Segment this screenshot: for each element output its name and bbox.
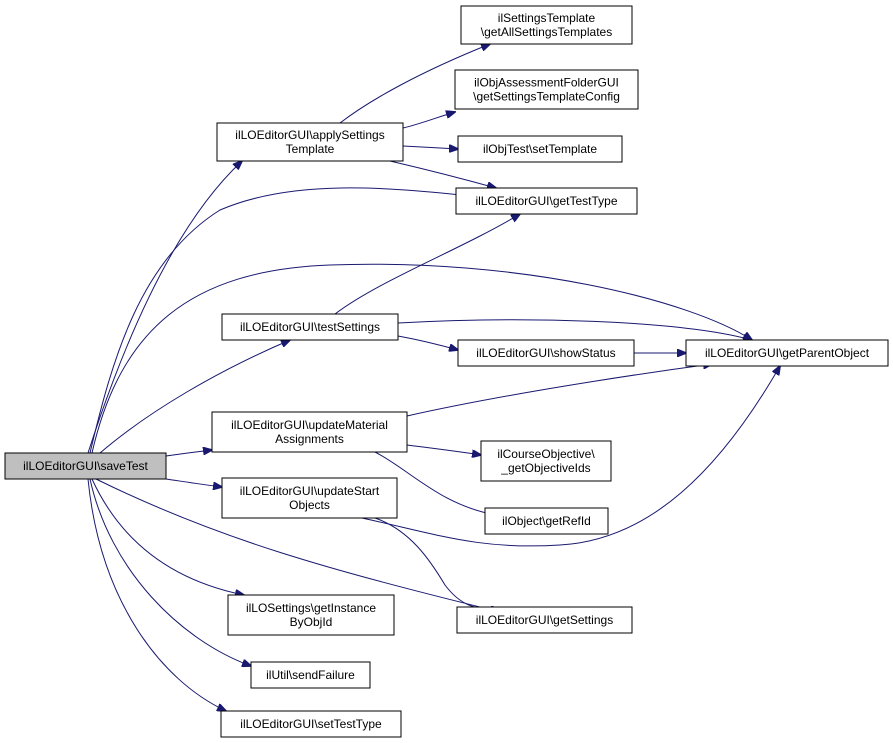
node-label-line: ilLOEditorGUI\showStatus (476, 346, 615, 360)
edges-layer (87, 44, 780, 711)
node-box (250, 661, 371, 689)
edge-saveTest-to-updateMaterialAssignments (165, 450, 212, 457)
node-getSettingsTemplateConfig[interactable]: ilObjAssessmentFolderGUI\getSettingsTemp… (454, 69, 639, 110)
edge-saveTest-to-testSettings (99, 340, 290, 454)
node-getAllSettingsTemplates[interactable]: ilSettingsTemplate\getAllSettingsTemplat… (460, 5, 633, 45)
edge-saveTest-to-getInstanceByObjId (91, 478, 244, 595)
node-label-line: ilLOEditorGUI\setTestType (240, 717, 382, 731)
node-label-line: ilLOEditorGUI\saveTest (23, 459, 148, 473)
node-box (480, 440, 612, 482)
node-label-line: ilLOEditorGUI\updateMaterial (231, 418, 388, 432)
edge-saveTest-to-updateStartObjects (165, 478, 222, 487)
node-label-line: ilLOEditorGUI\updateStart (240, 484, 380, 498)
node-label-line: ilLOEditorGUI\applySettings (235, 128, 384, 142)
edge-applySettingsTemplate-to-getTestType (389, 160, 496, 188)
node-label-line: ilObjAssessmentFolderGUI (474, 76, 619, 90)
node-label-line: ByObjId (290, 615, 333, 629)
edge-updateMaterialAssignments-to-getParentObject (406, 364, 712, 417)
node-box (456, 606, 633, 634)
node-box (454, 69, 639, 110)
node-getObjectiveIds[interactable]: ilCourseObjective\_getObjectiveIds (480, 440, 612, 482)
edge-applySettingsTemplate-to-setTemplate (402, 146, 458, 149)
edge-applySettingsTemplate-to-getSettingsTemplateConfig (402, 112, 455, 129)
node-label-line: Assignments (275, 432, 344, 446)
node-sendFailure[interactable]: ilUtil\sendFailure (250, 661, 371, 689)
node-box (457, 135, 623, 163)
node-box (227, 594, 395, 636)
edge-testSettings-to-getTestType (334, 214, 520, 315)
node-setTestType[interactable]: ilLOEditorGUI\setTestType (220, 710, 402, 738)
node-box (457, 339, 635, 367)
node-testSettings[interactable]: ilLOEditorGUI\testSettings (221, 313, 399, 341)
edge-saveTest-to-sendFailure (89, 478, 251, 666)
edge-applySettingsTemplate-to-getAllSettingsTemplates (339, 44, 490, 124)
node-setTemplate[interactable]: ilObjTest\setTemplate (457, 135, 623, 163)
node-getTestType[interactable]: ilLOEditorGUI\getTestType (455, 187, 638, 215)
edge-updateMaterialAssignments-to-getRefId (374, 451, 496, 515)
node-box (455, 187, 638, 215)
node-label-line: ilLOSettings\getInstance (246, 601, 376, 615)
edge-testSettings-to-showStatus (397, 335, 458, 350)
edge-saveTest-to-getParentObject (91, 263, 752, 454)
node-box (220, 710, 402, 738)
node-box (4, 452, 167, 480)
node-label-line: ilObjTest\setTemplate (483, 142, 597, 156)
edge-saveTest-to-applySettingsTemplate (87, 161, 242, 454)
node-showStatus[interactable]: ilLOEditorGUI\showStatus (457, 339, 635, 367)
edge-updateMaterialAssignments-to-getObjectiveIds (406, 444, 481, 455)
node-label-line: ilSettingsTemplate (498, 11, 596, 25)
node-box (221, 477, 398, 519)
node-label-line: Objects (289, 498, 330, 512)
node-getSettings[interactable]: ilLOEditorGUI\getSettings (456, 606, 633, 634)
node-box (685, 339, 889, 367)
node-box (221, 313, 399, 341)
node-label-line: _getObjectiveIds (500, 461, 590, 475)
node-label-line: ilLOEditorGUI\testSettings (240, 320, 380, 334)
node-box (211, 411, 408, 453)
edge-updateStartObjects-to-getParentObject (361, 366, 780, 547)
node-label-line: ilLOEditorGUI\getTestType (475, 194, 617, 208)
node-label-line: ilLOEditorGUI\getParentObject (705, 346, 870, 360)
node-label-line: ilObject\getRefId (502, 514, 591, 528)
nodes-layer: ilLOEditorGUI\saveTest ilLOEditorGUI\appl… (4, 5, 889, 738)
node-label-line: ilUtil\sendFailure (266, 668, 355, 682)
node-box (460, 5, 633, 45)
edge-saveTest-to-getTestType (89, 187, 496, 454)
node-label-line: \getSettingsTemplateConfig (473, 90, 620, 104)
node-label-line: Template (286, 142, 335, 156)
node-saveTest[interactable]: ilLOEditorGUI\saveTest (4, 452, 167, 480)
node-getRefId[interactable]: ilObject\getRefId (484, 507, 609, 535)
node-label-line: ilLOEditorGUI\getSettings (476, 613, 613, 627)
node-box (216, 122, 404, 162)
node-box (484, 507, 609, 535)
edge-saveTest-to-getSettings (95, 478, 500, 612)
node-getParentObject[interactable]: ilLOEditorGUI\getParentObject (685, 339, 889, 367)
node-label-line: ilCourseObjective\ (497, 447, 595, 461)
edge-testSettings-to-getParentObject (397, 319, 752, 340)
node-label-line: \getAllSettingsTemplates (481, 25, 612, 39)
edge-saveTest-to-setTestType (87, 478, 226, 711)
